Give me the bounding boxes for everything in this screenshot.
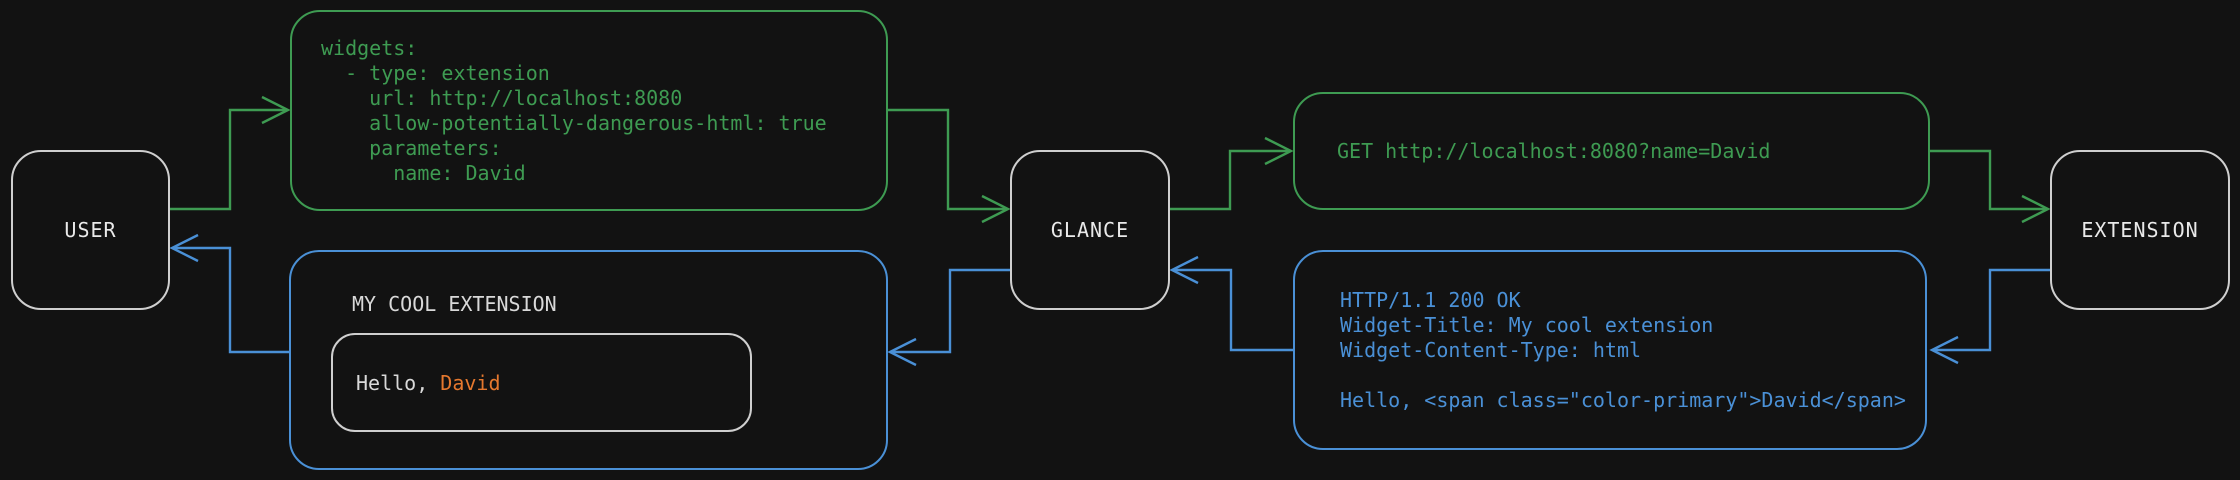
http-response-box: HTTP/1.1 200 OK Widget-Title: My cool ex… (1293, 250, 1927, 450)
node-extension-label: EXTENSION (2081, 218, 2199, 242)
arrowhead-extension-to-response (1929, 335, 1959, 365)
arrowhead-widget-to-user (169, 233, 199, 263)
node-glance: GLANCE (1010, 150, 1170, 310)
config-line: allow-potentially-dangerous-html: true (321, 110, 827, 135)
rendered-widget-box: MY COOL EXTENSION Hello, David (289, 250, 888, 470)
response-line: HTTP/1.1 200 OK (1340, 287, 1521, 312)
config-line: url: http://localhost:8080 (321, 85, 683, 110)
config-line: name: David (321, 160, 526, 185)
response-line: Widget-Content-Type: html (1340, 337, 1642, 362)
widget-greeting: Hello, David (333, 371, 501, 395)
wire-extension-to-response (1934, 268, 2050, 352)
http-response-code: HTTP/1.1 200 OK Widget-Title: My cool ex… (1295, 288, 1906, 413)
response-line: Hello, <span class="color-primary">David… (1340, 387, 1906, 412)
response-line (1340, 363, 1906, 388)
arrowhead-config-to-glance (981, 194, 1011, 224)
config-yaml-code: widgets: - type: extension url: http://l… (292, 36, 827, 186)
arrowhead-response-to-glance (1169, 255, 1199, 285)
node-user-label: USER (64, 218, 117, 242)
wire-glance-to-widget (892, 268, 1010, 354)
arrowhead-user-to-config (261, 95, 291, 125)
response-line: Widget-Title: My cool extension (1340, 312, 1714, 337)
wire-user-to-config (170, 108, 286, 211)
config-line: parameters: (321, 135, 502, 160)
wire-response-to-glance (1174, 268, 1293, 352)
greeting-prefix: Hello, (356, 370, 441, 395)
arrowhead-glance-to-widget (887, 337, 917, 367)
http-request-code: GET http://localhost:8080?name=David (1295, 139, 1770, 164)
wire-request-to-extension (1930, 149, 2046, 211)
node-extension: EXTENSION (2050, 150, 2230, 310)
node-glance-label: GLANCE (1050, 218, 1130, 242)
arrowhead-request-to-extension (2021, 194, 2051, 224)
http-request-box: GET http://localhost:8080?name=David (1293, 92, 1930, 210)
wire-widget-to-user (174, 246, 289, 354)
greeting-name: David (440, 370, 501, 395)
request-flow-wires (170, 95, 2051, 224)
widget-title: MY COOL EXTENSION (352, 292, 557, 316)
wire-glance-to-request (1170, 149, 1289, 211)
config-yaml-box: widgets: - type: extension url: http://l… (290, 10, 888, 211)
request-line: GET http://localhost:8080?name=David (1337, 138, 1771, 163)
widget-content-frame: Hello, David (331, 333, 752, 432)
response-flow-wires (169, 233, 2050, 367)
config-line: widgets: (321, 35, 418, 60)
wire-config-to-glance (888, 108, 1006, 211)
config-line: - type: extension (321, 60, 550, 85)
node-user: USER (11, 150, 170, 310)
arrowhead-glance-to-request (1264, 136, 1294, 166)
